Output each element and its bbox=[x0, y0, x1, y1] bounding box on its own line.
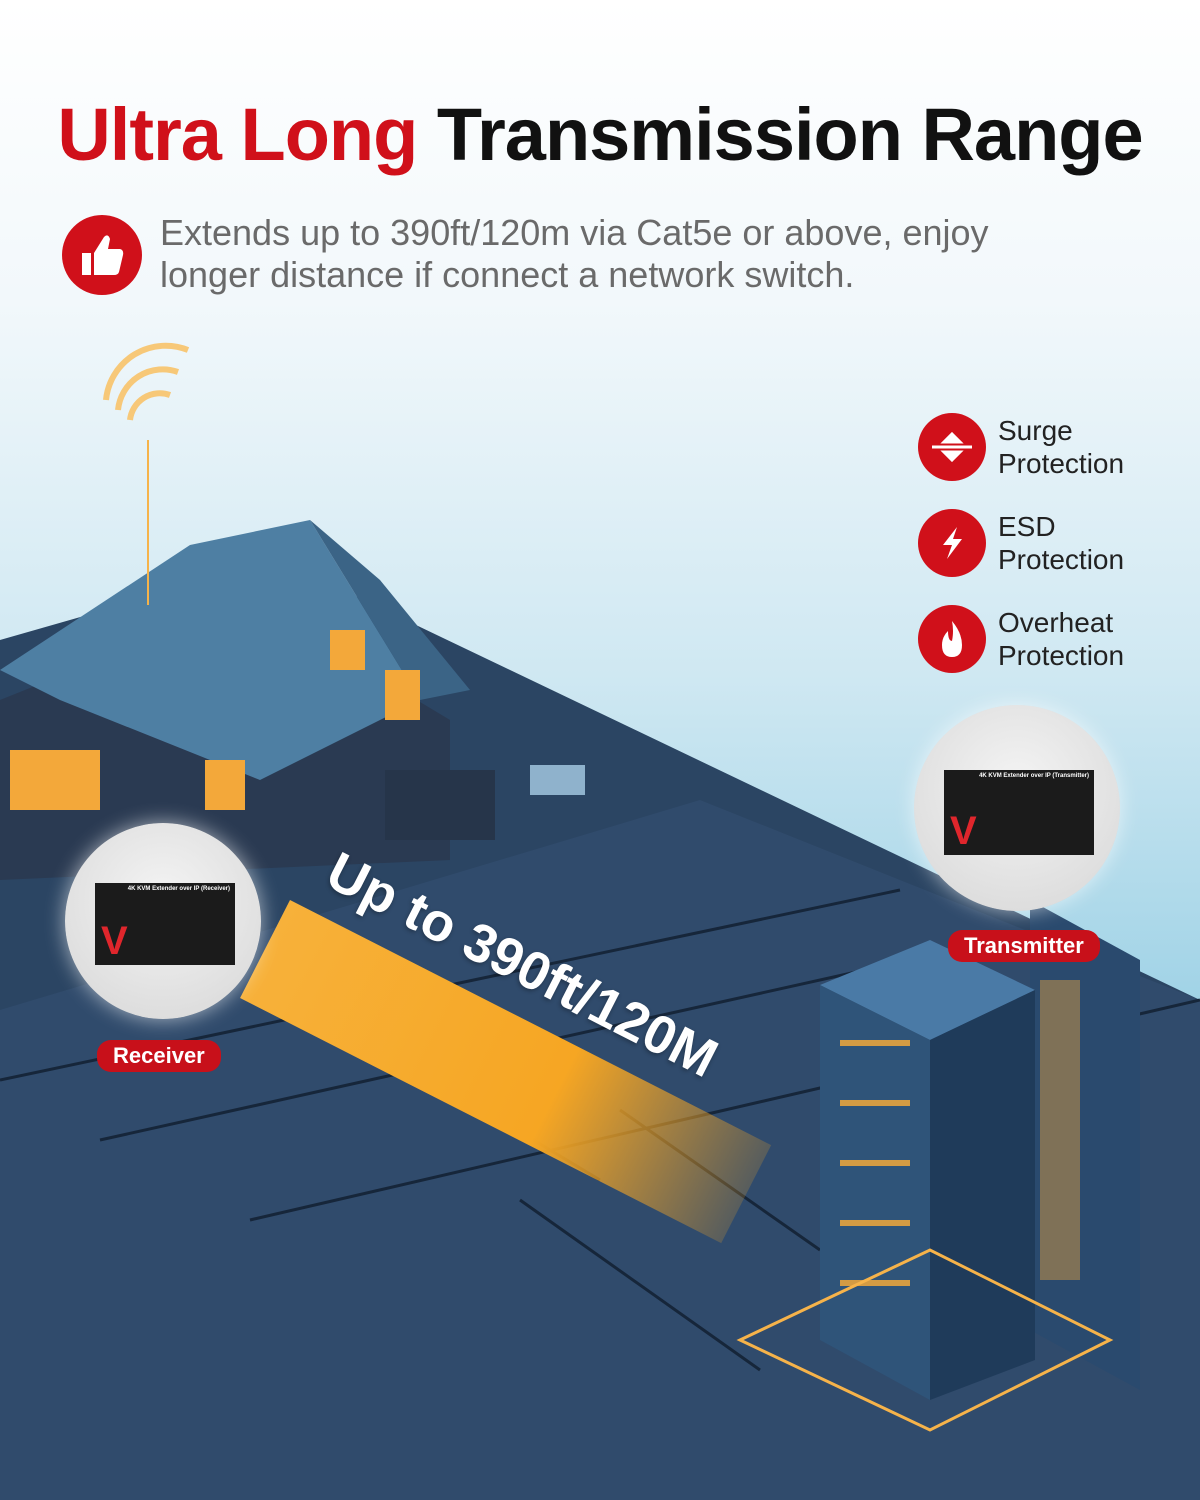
feature-text: Extends up to 390ft/120m via Cat5e or ab… bbox=[160, 212, 1160, 296]
receiver-label: Receiver bbox=[97, 1040, 221, 1072]
transmitter-device: 4K KVM Extender over IP (Transmitter) V bbox=[944, 770, 1094, 855]
protection-line2: Protection bbox=[998, 640, 1125, 671]
receiver-bubble: 4K KVM Extender over IP (Receiver) V bbox=[65, 823, 261, 1019]
feature-line-2: longer distance if connect a network swi… bbox=[160, 254, 855, 295]
device-text: 4K KVM Extender over IP (Transmitter) bbox=[979, 773, 1089, 779]
protection-line2: Protection bbox=[998, 544, 1125, 575]
protection-line2: Protection bbox=[998, 448, 1125, 479]
surge-icon bbox=[918, 413, 986, 481]
transmitter-label: Transmitter bbox=[948, 930, 1100, 962]
feature-line-1: Extends up to 390ft/120m via Cat5e or ab… bbox=[160, 212, 989, 253]
device-text: 4K KVM Extender over IP (Receiver) bbox=[127, 886, 230, 892]
protection-line1: Surge bbox=[998, 415, 1073, 446]
protection-line1: ESD bbox=[998, 511, 1056, 542]
server-tower bbox=[736, 900, 1140, 1432]
title-rest: Transmission Range bbox=[436, 93, 1144, 176]
brand-logo: V bbox=[950, 809, 977, 853]
street-scene-illustration bbox=[0, 342, 1200, 1500]
receiver-device: 4K KVM Extender over IP (Receiver) V bbox=[95, 883, 235, 965]
wifi-icon bbox=[103, 342, 190, 421]
flame-icon bbox=[918, 605, 986, 673]
title-highlight: Ultra Long bbox=[57, 93, 418, 176]
transmitter-bubble: 4K KVM Extender over IP (Transmitter) V bbox=[914, 705, 1120, 911]
protection-line1: Overheat bbox=[998, 607, 1114, 638]
thumbs-up-icon bbox=[62, 215, 142, 295]
house bbox=[0, 520, 585, 880]
page-title: Ultra Long Transmission Range bbox=[0, 92, 1200, 177]
brand-logo: V bbox=[101, 919, 128, 963]
lightning-icon bbox=[918, 509, 986, 577]
